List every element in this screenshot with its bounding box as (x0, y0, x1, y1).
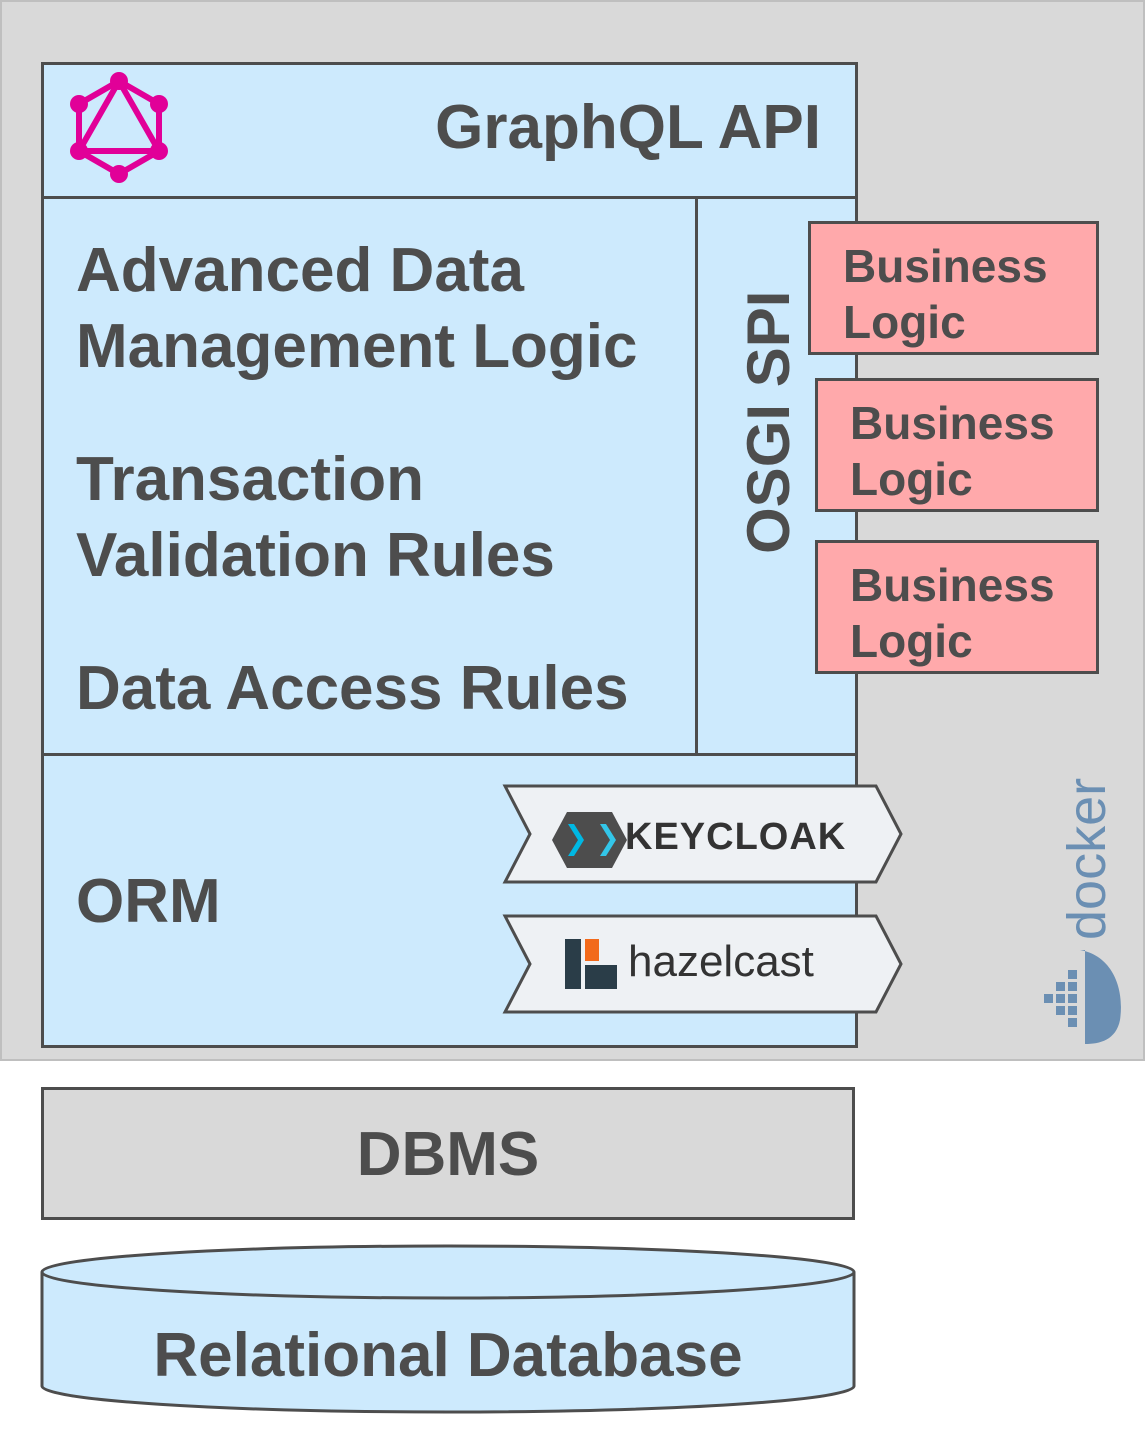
docker-label: docker (1057, 777, 1117, 940)
transaction-validation-line-1: Transaction (76, 445, 424, 514)
relational-database-label: Relational Database (153, 1321, 743, 1390)
advanced-data-line-1: Advanced Data (76, 236, 524, 305)
hazelcast-label: hazelcast (628, 937, 814, 986)
business-logic-1-line-2: Logic (843, 296, 966, 348)
business-logic-1-line-1: Business (843, 240, 1048, 292)
graphql-api-layer: GraphQL API (41, 62, 858, 199)
keycloak-icon (552, 812, 627, 868)
business-logic-2-line-2: Logic (850, 453, 973, 505)
business-logic-3-line-1: Business (850, 559, 1055, 611)
transaction-validation-line-2: Validation Rules (76, 521, 555, 590)
business-logic-plugin-3: Business Logic (815, 540, 1099, 674)
data-access-rules: Data Access Rules (76, 654, 629, 723)
dbms-layer: DBMS (41, 1087, 855, 1220)
docker-whale-icon (1044, 950, 1121, 1044)
graphql-icon (70, 72, 168, 183)
graphql-api-title: GraphQL API (435, 93, 821, 162)
keycloak-label: KEYCLOAK (625, 816, 847, 858)
business-logic-plugin-2: Business Logic (815, 378, 1099, 512)
orm-layer: ORM (41, 753, 858, 1048)
orm-label: ORM (76, 867, 221, 936)
osgi-spi-label: OSGI SPI (735, 290, 802, 554)
business-logic-2-line-1: Business (850, 397, 1055, 449)
business-logic-3-line-2: Logic (850, 615, 973, 667)
core-logic-layer: Advanced Data Management Logic Transacti… (41, 196, 698, 756)
business-logic-plugin-1: Business Logic (808, 221, 1099, 355)
hazelcast-icon (565, 939, 617, 989)
advanced-data-line-2: Management Logic (76, 312, 638, 381)
